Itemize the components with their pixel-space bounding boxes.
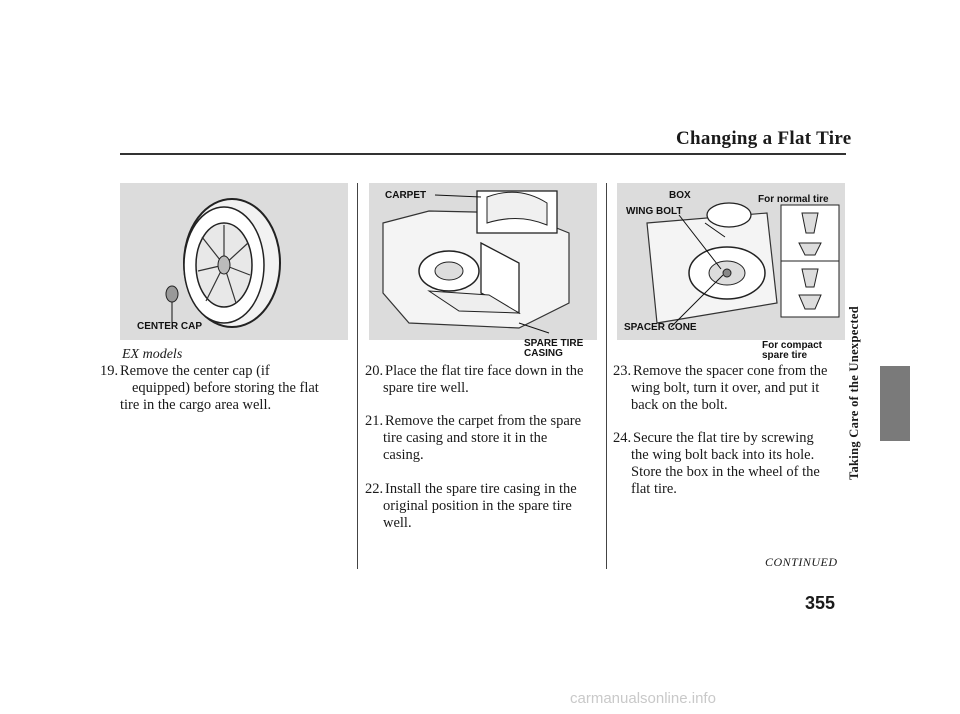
step-23: 23. Remove the spacer cone from the wing… bbox=[613, 363, 828, 413]
header-rule bbox=[120, 153, 846, 155]
step-21: 21. Remove the carpet from the spare tir… bbox=[365, 413, 582, 463]
ex-models-label: EX models bbox=[122, 347, 183, 362]
continued-label: CONTINUED bbox=[765, 555, 838, 569]
cargo-well-illustration bbox=[382, 190, 570, 334]
column-divider bbox=[606, 183, 607, 569]
spare-tire-casing-label-line1: SPARE TIRE bbox=[524, 338, 584, 349]
center-cap-label: CENTER CAP bbox=[137, 321, 203, 332]
step-22: 22. Install the spare tire casing in the… bbox=[365, 481, 577, 531]
step-24: 24. Secure the flat tire by screwing the… bbox=[613, 430, 820, 497]
step-20: 20. Place the flat tire face down in the… bbox=[365, 363, 584, 396]
carpet-label: CARPET bbox=[385, 190, 427, 201]
page-title: Changing a Flat Tire bbox=[676, 128, 852, 149]
for-normal-tire-label: For normal tire bbox=[758, 194, 829, 205]
figure-spare-tire-casing: CARPET SPARE TIRE CASING bbox=[369, 183, 597, 359]
wheel-illustration bbox=[165, 198, 281, 328]
column-divider bbox=[357, 183, 358, 569]
figure-spacer-cone: BOX WING BOLT For normal tire SPACER CON… bbox=[617, 183, 845, 361]
section-tab-marker bbox=[880, 366, 910, 441]
wing-bolt-label: WING BOLT bbox=[626, 206, 683, 217]
step-19: 19. Remove the center cap (if equipped) … bbox=[100, 363, 319, 413]
for-compact-label-line2: spare tire bbox=[762, 350, 808, 361]
spacer-cone-illustration bbox=[646, 202, 840, 328]
spare-tire-casing-label-line2: CASING bbox=[524, 348, 563, 359]
figure-center-cap: CENTER CAP bbox=[120, 183, 348, 340]
for-compact-label-line1: For compact bbox=[762, 340, 823, 351]
section-side-label: Taking Care of the Unexpected bbox=[847, 306, 861, 480]
watermark: carmanualsonline.info bbox=[570, 690, 716, 707]
box-label: BOX bbox=[669, 190, 691, 201]
page-number: 355 bbox=[805, 593, 836, 613]
spacer-cone-label: SPACER CONE bbox=[624, 322, 697, 333]
